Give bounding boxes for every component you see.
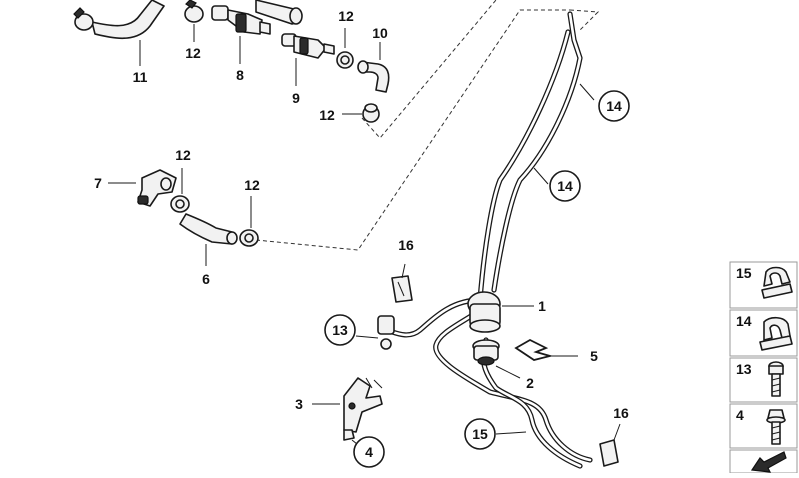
callout-circled-13: 13 (324, 314, 356, 346)
callout-2: 2 (526, 375, 534, 391)
legend-item-15[interactable]: 15 (729, 261, 798, 309)
callout-12-e: 12 (244, 177, 260, 193)
clamp-part-12-by-7[interactable] (170, 168, 190, 213)
legend-item-arrow[interactable] (729, 449, 798, 474)
callout-16-b: 16 (613, 405, 629, 421)
callout-labels: 11 12 8 9 12 10 12 12 7 12 6 16 1 5 2 3 … (94, 8, 629, 421)
clamp-part-12-mid[interactable] (336, 28, 354, 69)
clamp-part-12-top[interactable] (184, 0, 204, 42)
callout-7: 7 (94, 175, 102, 191)
hose-short-top[interactable] (255, 0, 303, 25)
clamp-part-12-by-6[interactable] (239, 196, 259, 247)
damper-part-2[interactable] (472, 339, 521, 379)
callout-16-a: 16 (398, 237, 414, 253)
legend-item-4[interactable]: 4 (729, 403, 798, 449)
assembly-dashed-lines (255, 0, 600, 251)
bracket-part-3[interactable] (312, 377, 383, 433)
legend-label-15: 15 (736, 265, 752, 281)
svg-text:14: 14 (606, 98, 622, 114)
callout-leaders (495, 83, 595, 435)
svg-text:13: 13 (332, 322, 348, 338)
check-valve-part-9[interactable] (281, 33, 335, 86)
valve-part-8[interactable] (211, 5, 271, 64)
bolt-icon (768, 361, 784, 397)
callout-9: 9 (292, 90, 300, 106)
diagram-arrow-icon (750, 451, 787, 473)
callout-3: 3 (295, 396, 303, 412)
bracket-part-16-lower[interactable] (599, 423, 621, 467)
legend-label-4: 4 (736, 407, 744, 423)
callout-8: 8 (236, 67, 244, 83)
legend-item-13[interactable]: 13 (729, 357, 798, 403)
callout-12-a: 12 (185, 45, 201, 61)
clip-part-5[interactable] (514, 338, 578, 361)
connector-part-13[interactable] (355, 315, 395, 350)
pressure-regulator-part-1[interactable] (467, 291, 534, 333)
svg-text:14: 14 (557, 178, 573, 194)
parts-legend: 15 14 13 4 (729, 261, 798, 474)
bracket-part-16-upper[interactable] (391, 263, 413, 303)
callout-5: 5 (590, 348, 598, 364)
callout-6: 6 (202, 271, 210, 287)
callout-12-b: 12 (338, 8, 354, 24)
callout-11: 11 (133, 69, 148, 85)
curved-hose-part-6[interactable] (179, 213, 238, 266)
hose-part-11[interactable] (73, 0, 165, 66)
callout-circled-15: 15 (464, 418, 496, 450)
elbow-hose-part-10[interactable] (357, 42, 390, 93)
fuel-pipe-assembly[interactable] (383, 11, 593, 469)
callout-12-d: 12 (175, 147, 191, 163)
svg-text:15: 15 (472, 426, 488, 442)
callout-circled-4: 4 (353, 436, 385, 468)
legend-label-14: 14 (736, 313, 752, 329)
hose-clamp-icon (761, 266, 793, 299)
callout-circled-14-lower: 14 (549, 170, 581, 202)
angle-connector-part-7[interactable] (108, 169, 177, 207)
hose-clamp-icon (759, 316, 793, 351)
callout-circled-14-upper: 14 (598, 90, 630, 122)
callout-12-c: 12 (319, 107, 335, 123)
callout-1: 1 (538, 298, 546, 314)
clamp-part-12-lower[interactable] (342, 103, 380, 123)
callout-10: 10 (372, 25, 388, 41)
svg-text:4: 4 (365, 444, 373, 460)
legend-item-14[interactable]: 14 (729, 309, 798, 357)
bolt-icon (766, 409, 786, 445)
legend-label-13: 13 (736, 361, 752, 377)
